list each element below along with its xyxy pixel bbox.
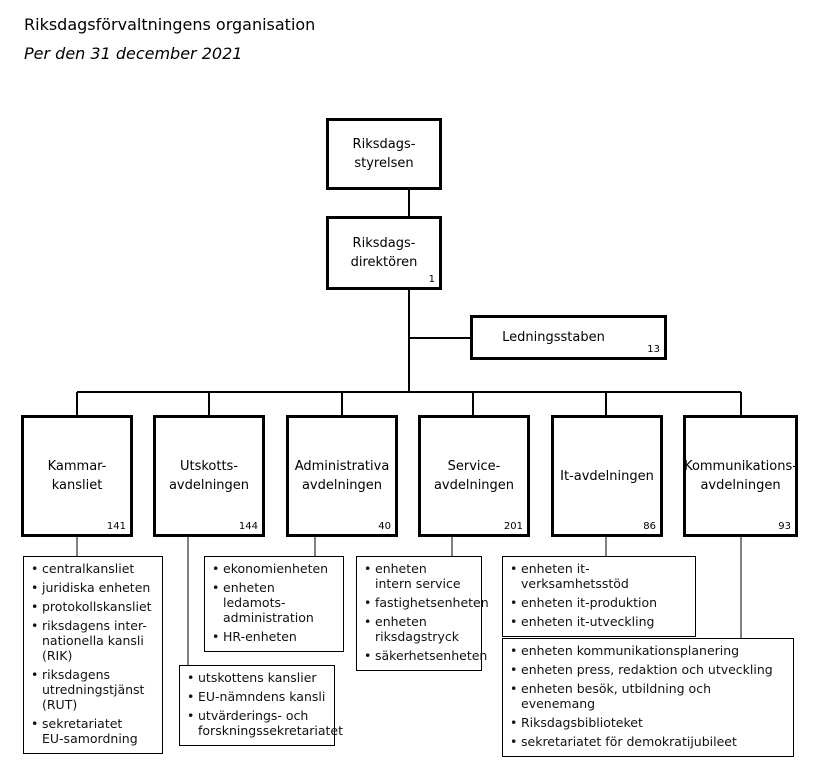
unit-item: enheten it-produktion bbox=[509, 595, 689, 610]
unit-item: riksdagens inter- nationella kansli (RIK… bbox=[30, 618, 156, 663]
riksdagsdirektoren-box: Riksdags- direktören 1 bbox=[326, 216, 442, 290]
riksdagsstyrelsen-label: Riksdags- styrelsen bbox=[352, 137, 416, 171]
unit-item: enheten intern service bbox=[363, 561, 475, 591]
unit-list-serviceavdelningen: enheten intern service fastighetsenheten e… bbox=[356, 556, 489, 671]
department-count: 144 bbox=[238, 521, 258, 532]
unit-item: enheten press, redaktion och utveckling bbox=[509, 662, 787, 677]
unit-item: enheten riksdagstryck bbox=[363, 614, 475, 644]
unit-item: centralkansliet bbox=[30, 561, 156, 576]
department-label: Kommunikations- avdelningen bbox=[684, 459, 797, 493]
riksdagsdirektoren-label: Riksdags- direktören bbox=[350, 236, 418, 270]
unit-item: fastighetsenheten bbox=[363, 595, 489, 610]
unit-item: HR-enheten bbox=[211, 629, 337, 644]
diagram-title: Riksdagsförvaltningens organisation bbox=[24, 15, 316, 34]
department-count: 86 bbox=[643, 521, 656, 532]
department-box-kommunikationsavdelningen: Kommunikations- avdelningen 93 bbox=[683, 415, 798, 537]
department-label: Administrativa avdelningen bbox=[294, 459, 390, 493]
unit-item: sekretariatet för demokratijubileet bbox=[509, 734, 787, 749]
ledningsstaben-count: 13 bbox=[647, 344, 660, 355]
unit-item: Riksdagsbiblioteket bbox=[509, 715, 787, 730]
unit-item: protokollskansliet bbox=[30, 599, 156, 614]
department-label: Utskotts- avdelningen bbox=[168, 459, 250, 493]
unit-item: riksdagens utredningstjänst (RUT) bbox=[30, 667, 156, 712]
department-box-serviceavdelningen: Service- avdelningen 201 bbox=[418, 415, 530, 537]
unit-item: enheten ledamots- administration bbox=[211, 580, 337, 625]
unit-item: säkerhetsenheten bbox=[363, 648, 487, 663]
unit-list-it-avdelningen: enheten it-verksamhetsstöd enheten it-pro… bbox=[502, 556, 696, 637]
department-label: It-avdelningen bbox=[560, 468, 654, 484]
riksdagsdirektoren-count: 1 bbox=[428, 274, 435, 285]
department-label: Service- avdelningen bbox=[433, 459, 515, 493]
unit-item: enheten it-utveckling bbox=[509, 614, 689, 629]
department-count: 40 bbox=[378, 521, 391, 532]
unit-list-utskottsavdelningen: utskottens kanslierEU-nämndens kansli utv… bbox=[179, 665, 343, 746]
department-box-administrativa: Administrativa avdelningen 40 bbox=[286, 415, 398, 537]
department-count: 201 bbox=[503, 521, 523, 532]
department-box-it-avdelningen: It-avdelningen 86 bbox=[551, 415, 663, 537]
department-count: 141 bbox=[106, 521, 126, 532]
department-label: Kammar- kansliet bbox=[47, 459, 107, 493]
unit-item: enheten it-verksamhetsstöd bbox=[509, 561, 689, 591]
department-count: 93 bbox=[778, 521, 791, 532]
unit-item: juridiska enheten bbox=[30, 580, 156, 595]
unit-item: utvärderings- och forskningssekretariate… bbox=[186, 708, 343, 738]
unit-item: sekretariatet EU-samordning bbox=[30, 716, 156, 746]
unit-list-kammarkansliet: centralkansliet juridiska enheten protokol… bbox=[23, 556, 163, 754]
unit-item: enheten kommunikationsplanering bbox=[509, 643, 787, 658]
unit-item: enheten besök, utbildning och evenemang bbox=[509, 681, 787, 711]
unit-item: ekonomienheten bbox=[211, 561, 337, 576]
unit-list-kommunikationsavdelningen: enheten kommunikationsplanering enheten p… bbox=[502, 638, 794, 757]
ledningsstaben-label: Ledningsstaben bbox=[502, 330, 605, 345]
riksdagsstyrelsen-box: Riksdags- styrelsen bbox=[326, 118, 442, 190]
unit-list-administrativa: ekonomienheten enheten ledamots- administ… bbox=[204, 556, 344, 652]
ledningsstaben-box: Ledningsstaben 13 bbox=[470, 315, 667, 360]
department-box-kammarkansliet: Kammar- kansliet 141 bbox=[21, 415, 133, 537]
unit-item: EU-nämndens kansli bbox=[186, 689, 328, 704]
department-box-utskottsavdelningen: Utskotts- avdelningen 144 bbox=[153, 415, 265, 537]
diagram-subtitle: Per den 31 december 2021 bbox=[24, 44, 243, 63]
unit-item: utskottens kanslier bbox=[186, 670, 328, 685]
